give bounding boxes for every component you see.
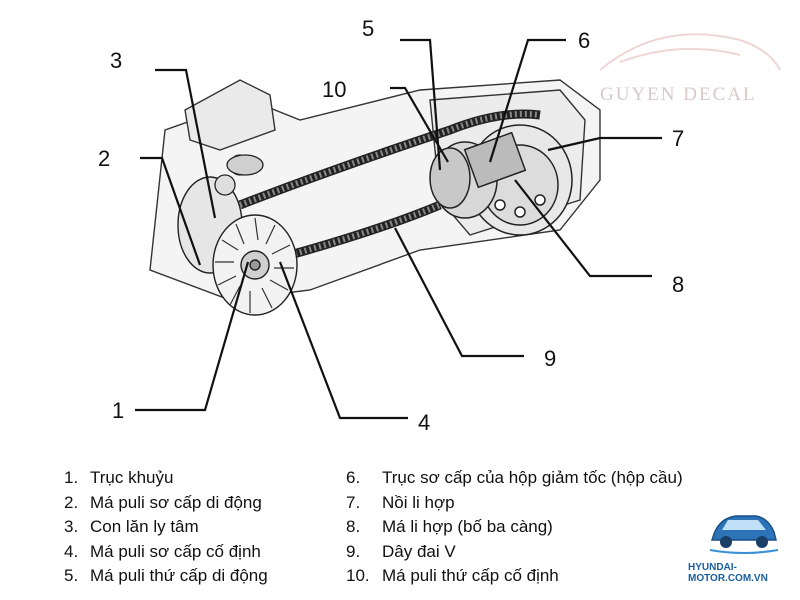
legend-item: 5.Má puli thứ cấp di động bbox=[64, 566, 268, 585]
legend-item: 9.Dây đai V bbox=[346, 541, 456, 561]
watermark-car-icon bbox=[599, 33, 781, 71]
callout-7: 7 bbox=[672, 126, 685, 151]
callout-6: 6 bbox=[578, 28, 591, 53]
callout-8: 8 bbox=[672, 272, 685, 297]
callout-5: 5 bbox=[362, 16, 375, 41]
v-belt bbox=[238, 109, 541, 260]
legend-item: 7.Nồi li hợp bbox=[346, 492, 455, 512]
legend-item: 1.Trục khuỷu bbox=[64, 468, 174, 487]
legend-item: 10.Má puli thứ cấp cố định bbox=[346, 566, 559, 585]
legend-left: 1.Trục khuỷu 2.Má puli sơ cấp di động 3.… bbox=[64, 466, 268, 589]
logo-text: HYUNDAI-MOTOR.COM.VN bbox=[688, 562, 768, 584]
callout-10: 10 bbox=[322, 77, 347, 102]
legend-right: 6.Trục sơ cấp của hộp giảm tốc (hộp cầu)… bbox=[346, 466, 683, 589]
callout-2: 2 bbox=[98, 146, 111, 171]
legend-item: 2.Má puli sơ cấp di động bbox=[64, 492, 262, 512]
secondary-pulley bbox=[429, 131, 527, 219]
leader-lines bbox=[135, 38, 662, 420]
callout-9: 9 bbox=[544, 346, 557, 371]
legend-item: 6.Trục sơ cấp của hộp giảm tốc (hộp cầu) bbox=[346, 468, 683, 487]
centrifugal-rollers bbox=[214, 154, 264, 196]
legend-item: 4.Má puli sơ cấp cố định bbox=[64, 541, 261, 561]
car-logo-icon bbox=[709, 515, 779, 554]
cvt-diagram bbox=[135, 33, 781, 420]
watermark-text: GUYEN DECAL bbox=[600, 84, 757, 105]
callout-1: 1 bbox=[112, 398, 125, 423]
legend-item: 3.Con lăn ly tâm bbox=[64, 517, 199, 536]
legend-item: 8.Má li hợp (bố ba càng) bbox=[346, 517, 553, 536]
callout-4: 4 bbox=[418, 410, 431, 435]
callout-3: 3 bbox=[110, 48, 123, 73]
